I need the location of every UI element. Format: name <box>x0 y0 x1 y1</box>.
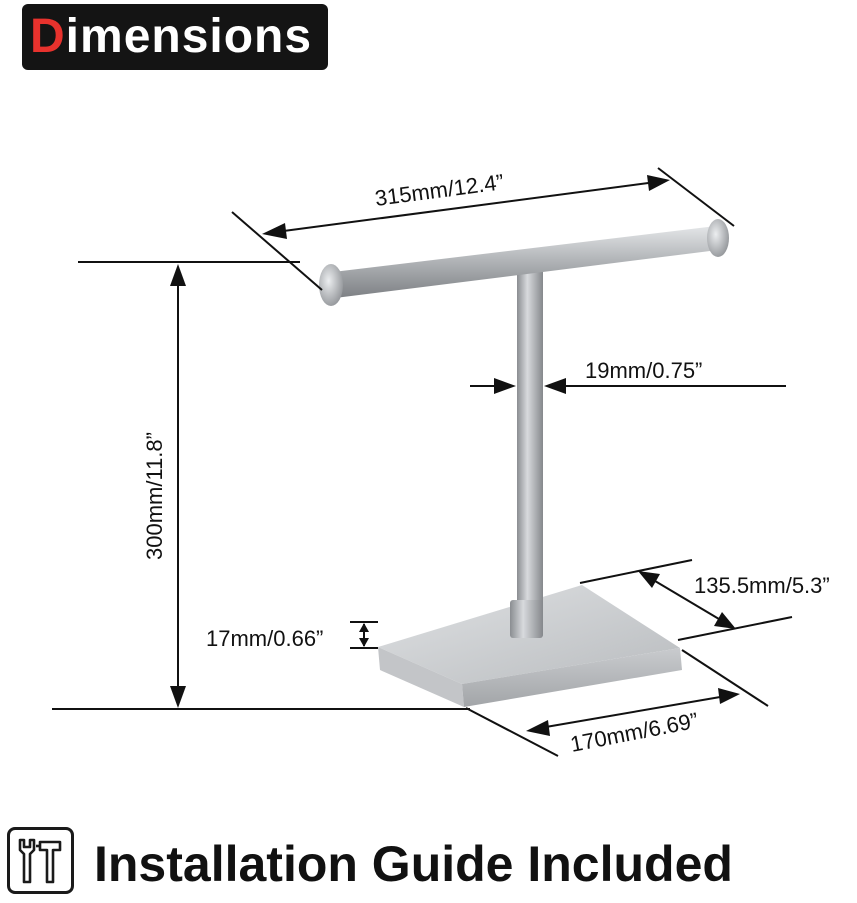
rod-diameter-label: 19mm/0.75” <box>585 358 702 383</box>
length-extension-right <box>657 167 735 227</box>
title-first-letter: D <box>30 10 66 63</box>
thickness-arrow-bottom <box>359 638 369 647</box>
height-arrow-bottom <box>170 686 186 708</box>
base-thickness-label: 17mm/0.66” <box>206 626 323 651</box>
width-extension-right <box>681 649 769 707</box>
base-width-label: 170mm/6.69” <box>568 708 700 757</box>
dimension-lines <box>52 167 793 757</box>
rod-arrow-right <box>544 378 566 394</box>
width-extension-left <box>465 707 559 757</box>
top-bar <box>333 226 718 298</box>
depth-arrow-bottom <box>714 612 736 629</box>
width-dimension-line <box>539 695 727 729</box>
bar-left-cap <box>319 264 343 306</box>
product-dimension-diagram: 315mm/12.4” 300mm/11.8” 19mm/0.75” 135.5… <box>52 167 830 757</box>
bar-right-cap <box>707 219 729 257</box>
pole-collar <box>510 600 543 638</box>
base-right-side <box>462 648 682 707</box>
thickness-arrow-top <box>359 623 369 632</box>
height-arrow-top <box>170 264 186 286</box>
rod-arrow-left <box>494 378 516 394</box>
title-banner: Dimensions <box>22 4 328 70</box>
width-arrow-right <box>718 688 740 704</box>
depth-arrow-top <box>638 571 660 588</box>
depth-extension-back <box>579 559 693 584</box>
depth-dimension-line <box>649 577 725 623</box>
installation-guide-text: Installation Guide Included <box>94 836 733 892</box>
base-front-side <box>378 647 464 707</box>
height-label: 300mm/11.8” <box>142 432 167 560</box>
length-arrow-right <box>647 175 670 191</box>
wrench-hammer-icon <box>18 838 62 884</box>
page-title: Dimensions <box>30 6 312 68</box>
pole <box>517 268 543 618</box>
tools-icon <box>7 827 74 894</box>
length-arrow-left <box>262 223 287 239</box>
base-depth-label: 135.5mm/5.3” <box>694 573 830 598</box>
product-illustration <box>319 219 729 707</box>
title-rest: imensions <box>65 10 313 63</box>
width-arrow-left <box>526 720 550 736</box>
length-dimension-line <box>275 181 657 233</box>
length-extension-left <box>231 211 323 291</box>
